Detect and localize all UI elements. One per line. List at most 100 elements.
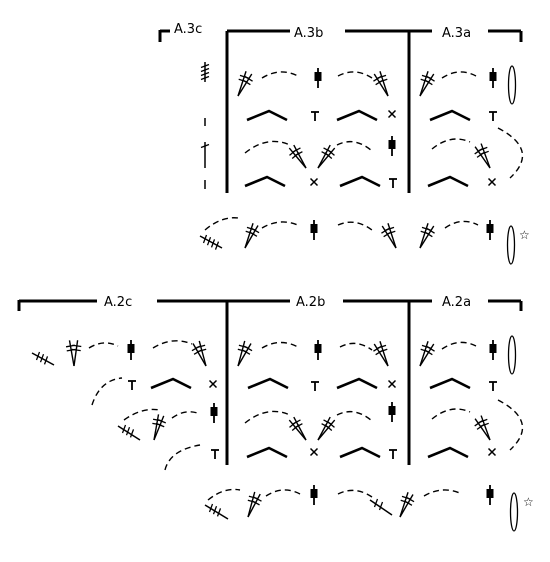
- chain-space-arc: [261, 341, 299, 349]
- half-double-crochet-symbol: [311, 381, 319, 391]
- stitch-cluster-fan: [65, 340, 82, 367]
- single-crochet-symbol: [487, 447, 497, 457]
- treble-crochet-symbol: [199, 234, 223, 250]
- single-crochet-symbol: [309, 177, 319, 187]
- chain-space-arc: [431, 408, 471, 420]
- chain-chevron: [150, 377, 192, 390]
- double-crochet-symbol: [486, 220, 494, 240]
- turning-arc: [91, 377, 123, 406]
- stitch-cluster-fan: [419, 223, 435, 249]
- chain-space-arc: [441, 71, 477, 79]
- half-double-crochet-symbol: [389, 449, 397, 459]
- chain-chevron: [427, 175, 469, 188]
- half-double-crochet-symbol: [311, 111, 319, 121]
- stitch-cluster-fan: [152, 414, 167, 441]
- stitch-cluster-fan: [247, 491, 262, 518]
- chain-chevron: [247, 377, 289, 390]
- label-a3c: A.3c: [170, 22, 207, 38]
- end-marker-lower: ☆: [523, 494, 534, 510]
- stitch-cluster-fan: [381, 223, 397, 249]
- treble-crochet-symbol: [31, 351, 55, 366]
- single-crochet-symbol: [208, 379, 218, 389]
- chain-space-arc: [244, 410, 291, 424]
- double-crochet-symbol: [489, 68, 497, 88]
- turning-arc: [497, 127, 524, 179]
- chain-chevron: [244, 175, 286, 188]
- double-crochet-symbol: [127, 340, 135, 360]
- label-a3a: A.3a: [438, 26, 476, 42]
- double-crochet-symbol: [210, 403, 218, 423]
- chain-chevron: [246, 109, 288, 122]
- label-a2a: A.2a: [438, 295, 476, 311]
- chain-space-arc: [261, 71, 299, 79]
- stitch-cluster-fan: [399, 492, 415, 518]
- chain-space-arc: [204, 217, 239, 231]
- chain-space-arc: [265, 489, 301, 497]
- chain-space-arc: [444, 220, 479, 229]
- chain-space-arc: [339, 342, 373, 351]
- chain-space-arc: [88, 342, 119, 349]
- stitch-cluster-fan: [288, 144, 307, 169]
- stitch-cluster-fan: [419, 341, 435, 367]
- chain-space-arc: [152, 340, 193, 349]
- chain-chevron: [336, 109, 378, 122]
- single-crochet-symbol: [387, 379, 397, 389]
- stitch-cluster-fan: [317, 144, 336, 169]
- treble-crochet-symbol: [369, 498, 393, 516]
- turning-loop: [507, 335, 517, 375]
- double-crochet-symbol: [489, 340, 497, 360]
- chain-space-arc: [244, 140, 291, 154]
- half-double-crochet-symbol: [389, 178, 397, 188]
- chain-space-arc: [336, 410, 373, 422]
- stitch-cluster-fan: [419, 71, 435, 97]
- double-crochet-symbol: [310, 485, 318, 505]
- chain-chevron: [339, 446, 381, 459]
- chain-space-arc: [337, 221, 373, 231]
- stitch-cluster-fan: [237, 340, 253, 367]
- double-crochet-symbol: [314, 68, 322, 88]
- label-a2c: A.2c: [100, 295, 137, 311]
- stitch-cluster-fan: [317, 416, 336, 441]
- chain-chevron: [427, 446, 469, 459]
- single-crochet-symbol: [487, 177, 497, 187]
- chain-space-arc: [171, 411, 201, 419]
- treble-crochet-symbol: [200, 62, 210, 82]
- label-a3b: A.3b: [290, 26, 328, 42]
- chain-chevron: [429, 109, 471, 122]
- treble-crochet-symbol: [200, 142, 210, 168]
- double-crochet-symbol: [486, 485, 494, 505]
- turning-arc: [164, 444, 201, 471]
- chain-space-arc: [261, 221, 301, 229]
- treble-crochet-symbol: [117, 424, 141, 441]
- stitch-cluster-fan: [474, 143, 491, 169]
- stitch-cluster-fan: [373, 341, 389, 367]
- chain-space-arc: [337, 71, 373, 79]
- double-crochet-symbol: [388, 402, 396, 422]
- chain-space-arc: [123, 408, 161, 421]
- single-crochet-symbol: [309, 447, 319, 457]
- chain-chevron: [336, 377, 378, 390]
- half-double-crochet-symbol: [489, 111, 497, 121]
- chain-space-arc: [423, 489, 463, 497]
- stitch-cluster-fan: [288, 416, 307, 441]
- chain-space-arc: [431, 138, 471, 150]
- stitch-cluster-fan: [191, 340, 207, 367]
- stitch-cluster-fan: [373, 71, 389, 97]
- end-marker-upper: ☆: [519, 227, 530, 243]
- half-double-crochet-symbol: [211, 449, 219, 459]
- single-crochet-symbol: [387, 109, 397, 119]
- chain-space-arc: [207, 488, 241, 501]
- chain-space-arc: [337, 489, 373, 498]
- half-double-crochet-symbol: [489, 381, 497, 391]
- label-a2b: A.2b: [292, 295, 330, 311]
- chain-chevron: [339, 175, 381, 188]
- double-crochet-symbol: [388, 136, 396, 156]
- double-crochet-symbol: [314, 340, 322, 360]
- chain-chevron: [429, 377, 471, 390]
- turning-loop: [507, 65, 517, 105]
- treble-crochet-symbol: [204, 503, 229, 520]
- turning-loop: [509, 492, 519, 532]
- turning-loop: [506, 225, 516, 265]
